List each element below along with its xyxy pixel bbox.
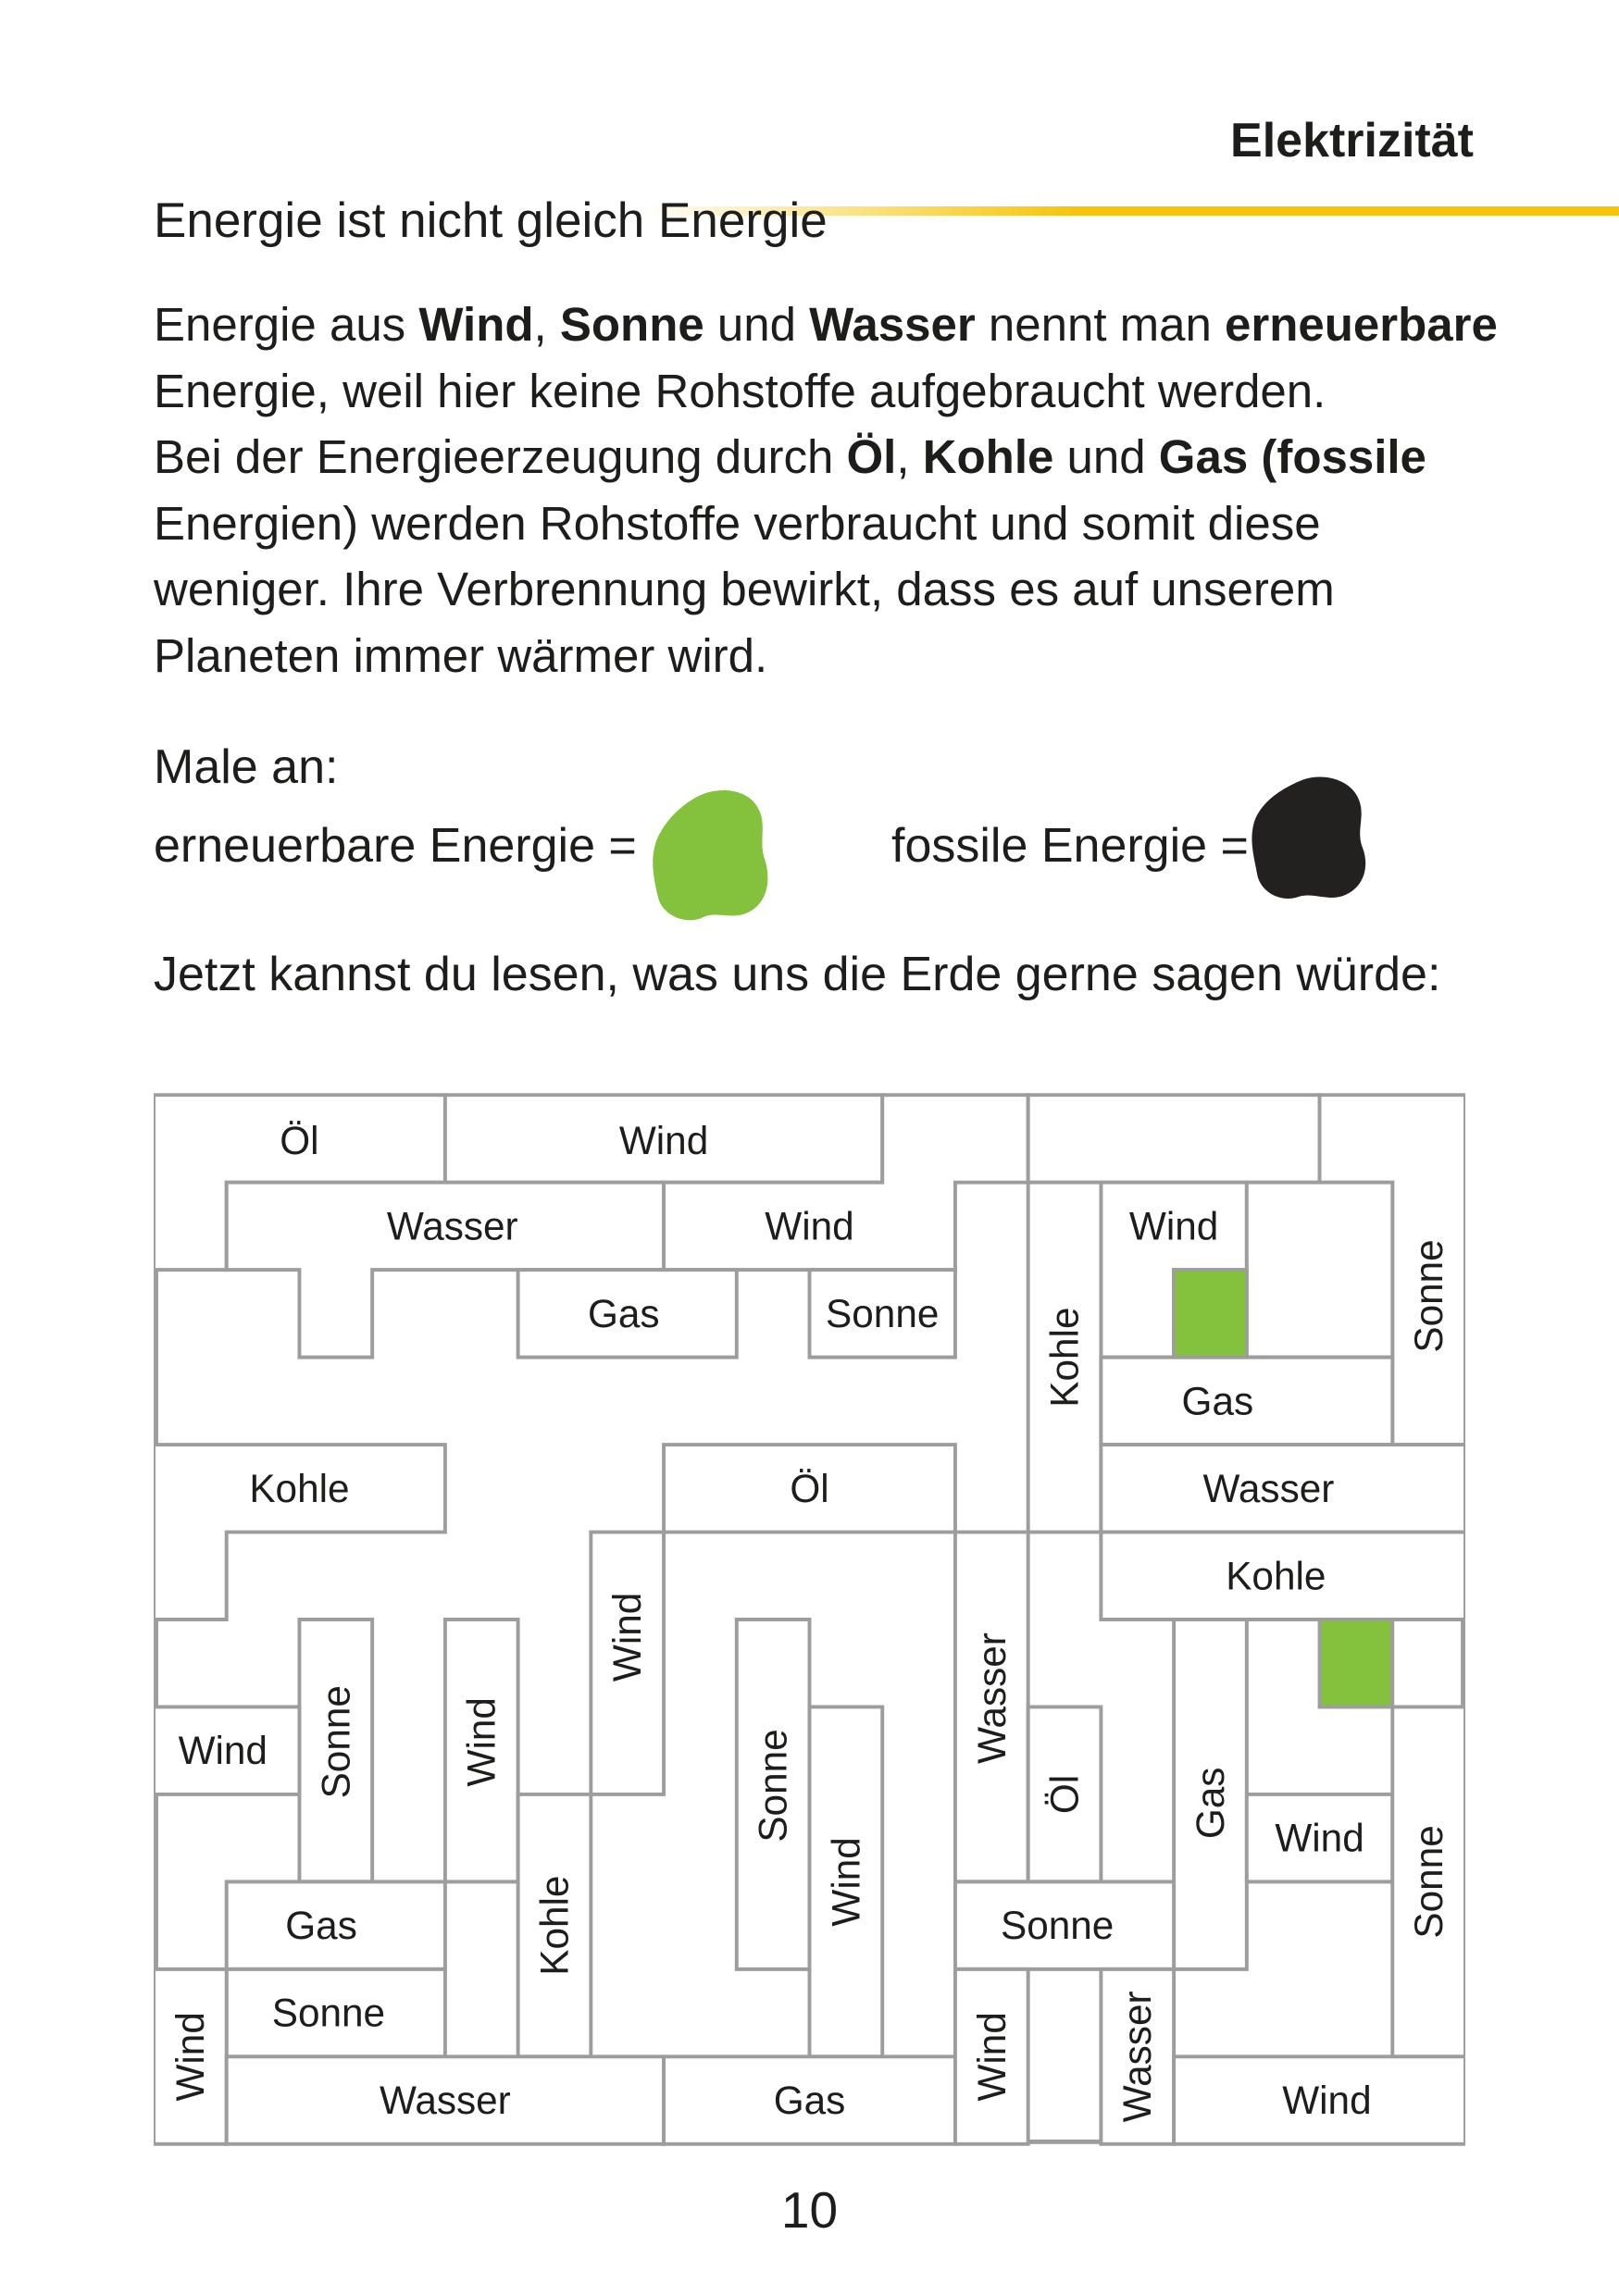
puzzle-room-sonne[interactable] [807,1268,957,1359]
paragraph-line-5: weniger. Ihre Verbrennung bewirkt, dass … [154,563,1335,615]
puzzle-room-label: Öl [1043,1775,1087,1814]
renewable-key-label: erneuerbare Energie = [154,819,637,873]
puzzle-room-label: Sonne [1407,1239,1451,1352]
puzzle-room-label: Wind [765,1204,853,1247]
puzzle-room-label: Wasser [380,2079,511,2122]
header-accent-rule [639,206,1619,216]
puzzle-room-label: Wasser [970,1632,1014,1764]
puzzle-room-label: Kohle [1043,1308,1087,1408]
puzzle-room-label: Gas [588,1292,660,1335]
puzzle-room-label: Sonne [1407,1825,1451,1938]
puzzle-room-gas[interactable] [1172,1618,1249,1971]
puzzle-room-label: Gas [285,1904,357,1947]
paragraph-line-6: Planeten immer wärmer wird. [154,628,768,682]
puzzle-room-label: Sonne [314,1685,357,1798]
green-blob-swatch [653,790,768,921]
puzzle-room-label: Gas [1189,1768,1232,1840]
paragraph-line-2: Energie, weil hier keine Rohstoffe aufge… [154,364,1326,417]
puzzle-room-label: Wind [824,1837,867,1926]
puzzle-room-label: Wind [1129,1204,1218,1247]
puzzle-room-label: Öl [280,1119,318,1162]
puzzle-room-label: Kohle [1226,1554,1326,1597]
puzzle-room-label: Sonne [752,1729,795,1842]
puzzle-room-wind[interactable] [152,1705,302,1796]
page-number: 10 [780,2181,839,2239]
intro-paragraph: Energie aus Wind, Sonne und Wasser nennt… [154,292,1498,689]
puzzle-room-label: Öl [790,1467,828,1510]
puzzle-room-label: Wind [460,1697,504,1786]
puzzle-room-label: Wind [970,2012,1014,2101]
puzzle-room-label: Wind [168,2012,212,2101]
puzzle-room-wind[interactable] [589,1530,666,1796]
puzzle-room-label: Kohle [249,1467,349,1510]
puzzle-room-label: Wasser [1115,1991,1159,2122]
puzzle-room-empty[interactable] [1244,1180,1395,1359]
puzzle-room-label: Wind [1282,2079,1371,2122]
puzzle-room-kohle[interactable] [152,1443,447,1621]
puzzle-room-label: Wind [1275,1817,1364,1860]
puzzle-room-wind[interactable] [953,1967,1030,2146]
puzzle-room-label: Sonne [826,1292,939,1335]
puzzle-room-label: Kohle [532,1876,576,1976]
puzzle-room-label: Sonne [1001,1904,1114,1947]
color-key-prompt: Male an: [154,740,339,794]
paragraph-line-4: Energien) werden Rohstoffe verbraucht un… [154,496,1321,550]
page-header: Elektrizität [1230,114,1474,168]
colored-cell-green[interactable] [1172,1268,1249,1359]
black-blob-swatch [1252,776,1366,900]
puzzle-room-label: Wind [605,1593,649,1682]
puzzle-room-label: Wind [619,1119,708,1162]
colored-cell-green[interactable] [1317,1618,1395,1709]
fossil-key-label: fossile Energie = [891,819,1249,873]
puzzle-room-label: Wind [179,1729,268,1772]
puzzle-room-empty[interactable] [1026,1093,1322,1185]
puzzle-instruction: Jetzt kannst du lesen, was uns die Erde … [154,948,1441,1001]
puzzle-room-gas[interactable] [516,1268,739,1359]
paragraph-line-3: Bei der Energieerzeugung durch Öl, Kohle… [154,430,1426,483]
puzzle-room-label: Wasser [387,1204,518,1247]
paragraph-line-1: Energie aus Wind, Sonne und Wasser nennt… [154,298,1498,351]
puzzle-room-label: Sonne [272,1992,385,2035]
puzzle-room-label: Wasser [1203,1467,1335,1510]
page-title: Energie ist nicht gleich Energie [154,193,828,248]
puzzle-room-label: Gas [1182,1379,1254,1422]
puzzle-room-label: Gas [774,2079,846,2122]
